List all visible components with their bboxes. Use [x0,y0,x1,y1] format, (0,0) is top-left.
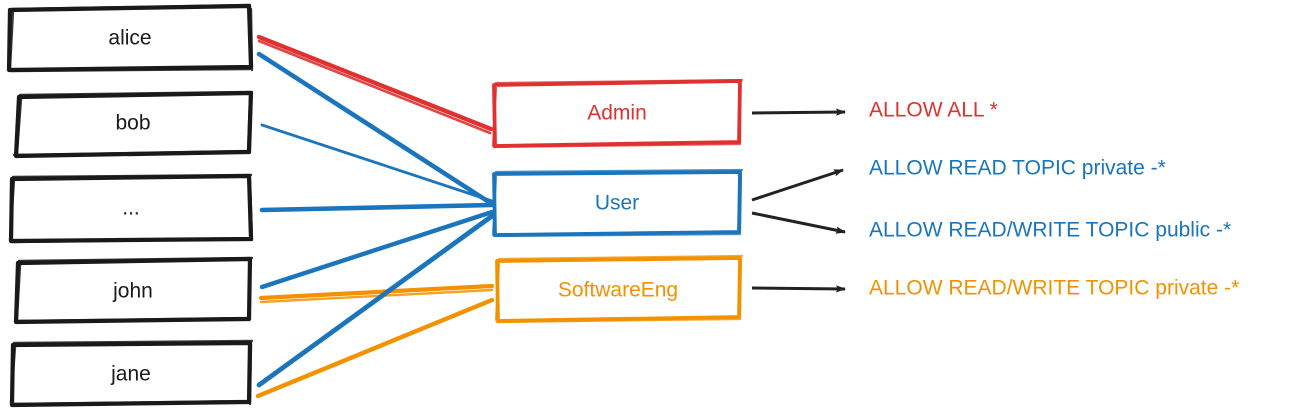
user-node-bob[interactable]: bob [12,90,254,159]
user-box-ellipsis-sketchstroke [8,173,254,244]
permission-label-read-private: ALLOW READ TOPIC private -* [869,157,1166,180]
link-alice-admin [256,34,494,132]
role-label-softwareeng: SoftwareEng [558,279,678,302]
user-label-ellipsis: ... [122,197,140,220]
link-bob-user [260,123,494,203]
arrow-user-to-read-private [751,168,844,202]
role-nodes: Admin User SoftwareEng [491,78,744,324]
role-node-user[interactable]: User [491,168,744,238]
role-node-softwareeng[interactable]: SoftwareEng [494,254,744,324]
user-box-jane-sketchstroke [9,339,254,406]
user-role-connectors [255,34,495,399]
role-label-admin: Admin [587,102,647,125]
link-john-softwareeng-sketch [259,288,494,304]
role-node-admin[interactable]: Admin [491,78,744,149]
user-box-alice-sketchstroke [8,3,254,73]
link-alice-user [256,51,495,207]
link-john-user [259,209,495,290]
user-label-john: john [112,280,153,303]
link-jane-softwareeng [255,297,495,399]
role-label-user: User [595,192,639,215]
permission-label-readwrite-private: ALLOW READ/WRITE TOPIC private -* [869,277,1239,300]
user-box-bob-sketchstroke [12,90,254,157]
arrow-admin-to-allow-all [751,108,846,116]
link-alice-admin-sketch [257,39,492,135]
role-box-user-sketchstroke [491,168,744,238]
user-node-alice[interactable]: alice [6,3,254,73]
user-node-ellipsis[interactable]: ... [8,173,254,244]
user-node-jane[interactable]: jane [9,339,254,408]
user-label-bob: bob [115,112,150,135]
user-box-john-sketchstroke [13,256,254,323]
role-box-admin-sketchstroke [491,78,744,149]
arrow-user-to-readwrite-public [751,211,846,234]
role-permission-arrows [751,108,846,293]
user-nodes: alice bob ... john jane [6,3,254,408]
link-jane-user [256,213,495,388]
user-node-john[interactable]: john [13,256,254,325]
link-ellipsis-user [259,202,495,213]
permission-label-readwrite-public: ALLOW READ/WRITE TOPIC public -* [869,219,1231,242]
user-label-alice: alice [108,27,151,50]
link-john-softwareeng [258,283,495,301]
arrow-softwareeng-to-readwrite-private [751,285,846,293]
permission-label-allow-all: ALLOW ALL * [869,99,998,122]
user-label-jane: jane [110,363,151,386]
role-box-softwareeng-sketchstroke [494,254,744,324]
permission-labels: ALLOW ALL * ALLOW READ TOPIC private -* … [869,99,1239,300]
